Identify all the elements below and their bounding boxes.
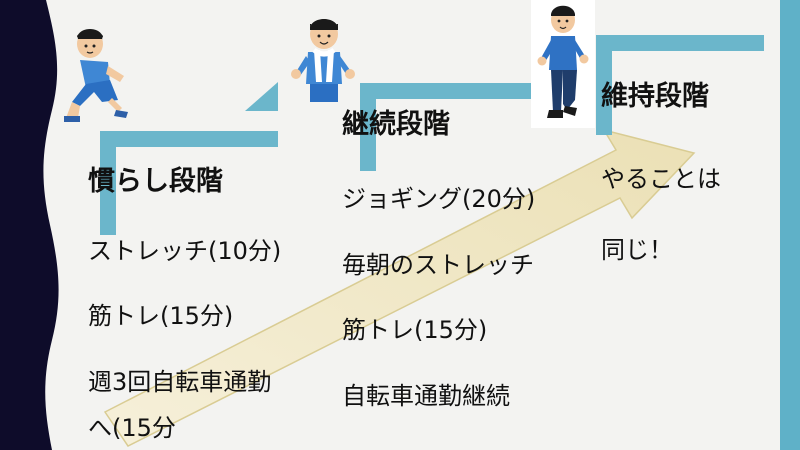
stage-1-item: ストレッチ(10分) (88, 237, 282, 265)
stage-3-heading: 維持段階 (601, 81, 709, 112)
stage-2-heading: 継続段階 (342, 109, 450, 140)
wave-edge-shape (0, 0, 59, 450)
stage-3-item: やることは (601, 165, 721, 193)
stage-1-heading: 慣らし段階 (88, 166, 223, 197)
running-person-icon (531, 0, 595, 128)
stage-2-item: ジョギング(20分) (342, 185, 536, 213)
stage-1-item: へ(15分 (88, 414, 176, 442)
stretching-person-icon (64, 29, 128, 122)
stage-1-item: 筋トレ(15分) (88, 302, 234, 330)
stage-2-item: 自転車通勤継続 (342, 382, 510, 410)
progress-arrow (103, 128, 696, 447)
person-with-towel-icon (291, 19, 355, 102)
stage-2-item: 筋トレ(15分) (342, 316, 488, 344)
right-bar (780, 0, 800, 450)
stage-3-item: 同じ！ (601, 236, 673, 264)
stage-2-item: 毎朝のストレッチ (342, 251, 534, 279)
stage-1-item: 週3回自転車通勤 (88, 368, 272, 396)
